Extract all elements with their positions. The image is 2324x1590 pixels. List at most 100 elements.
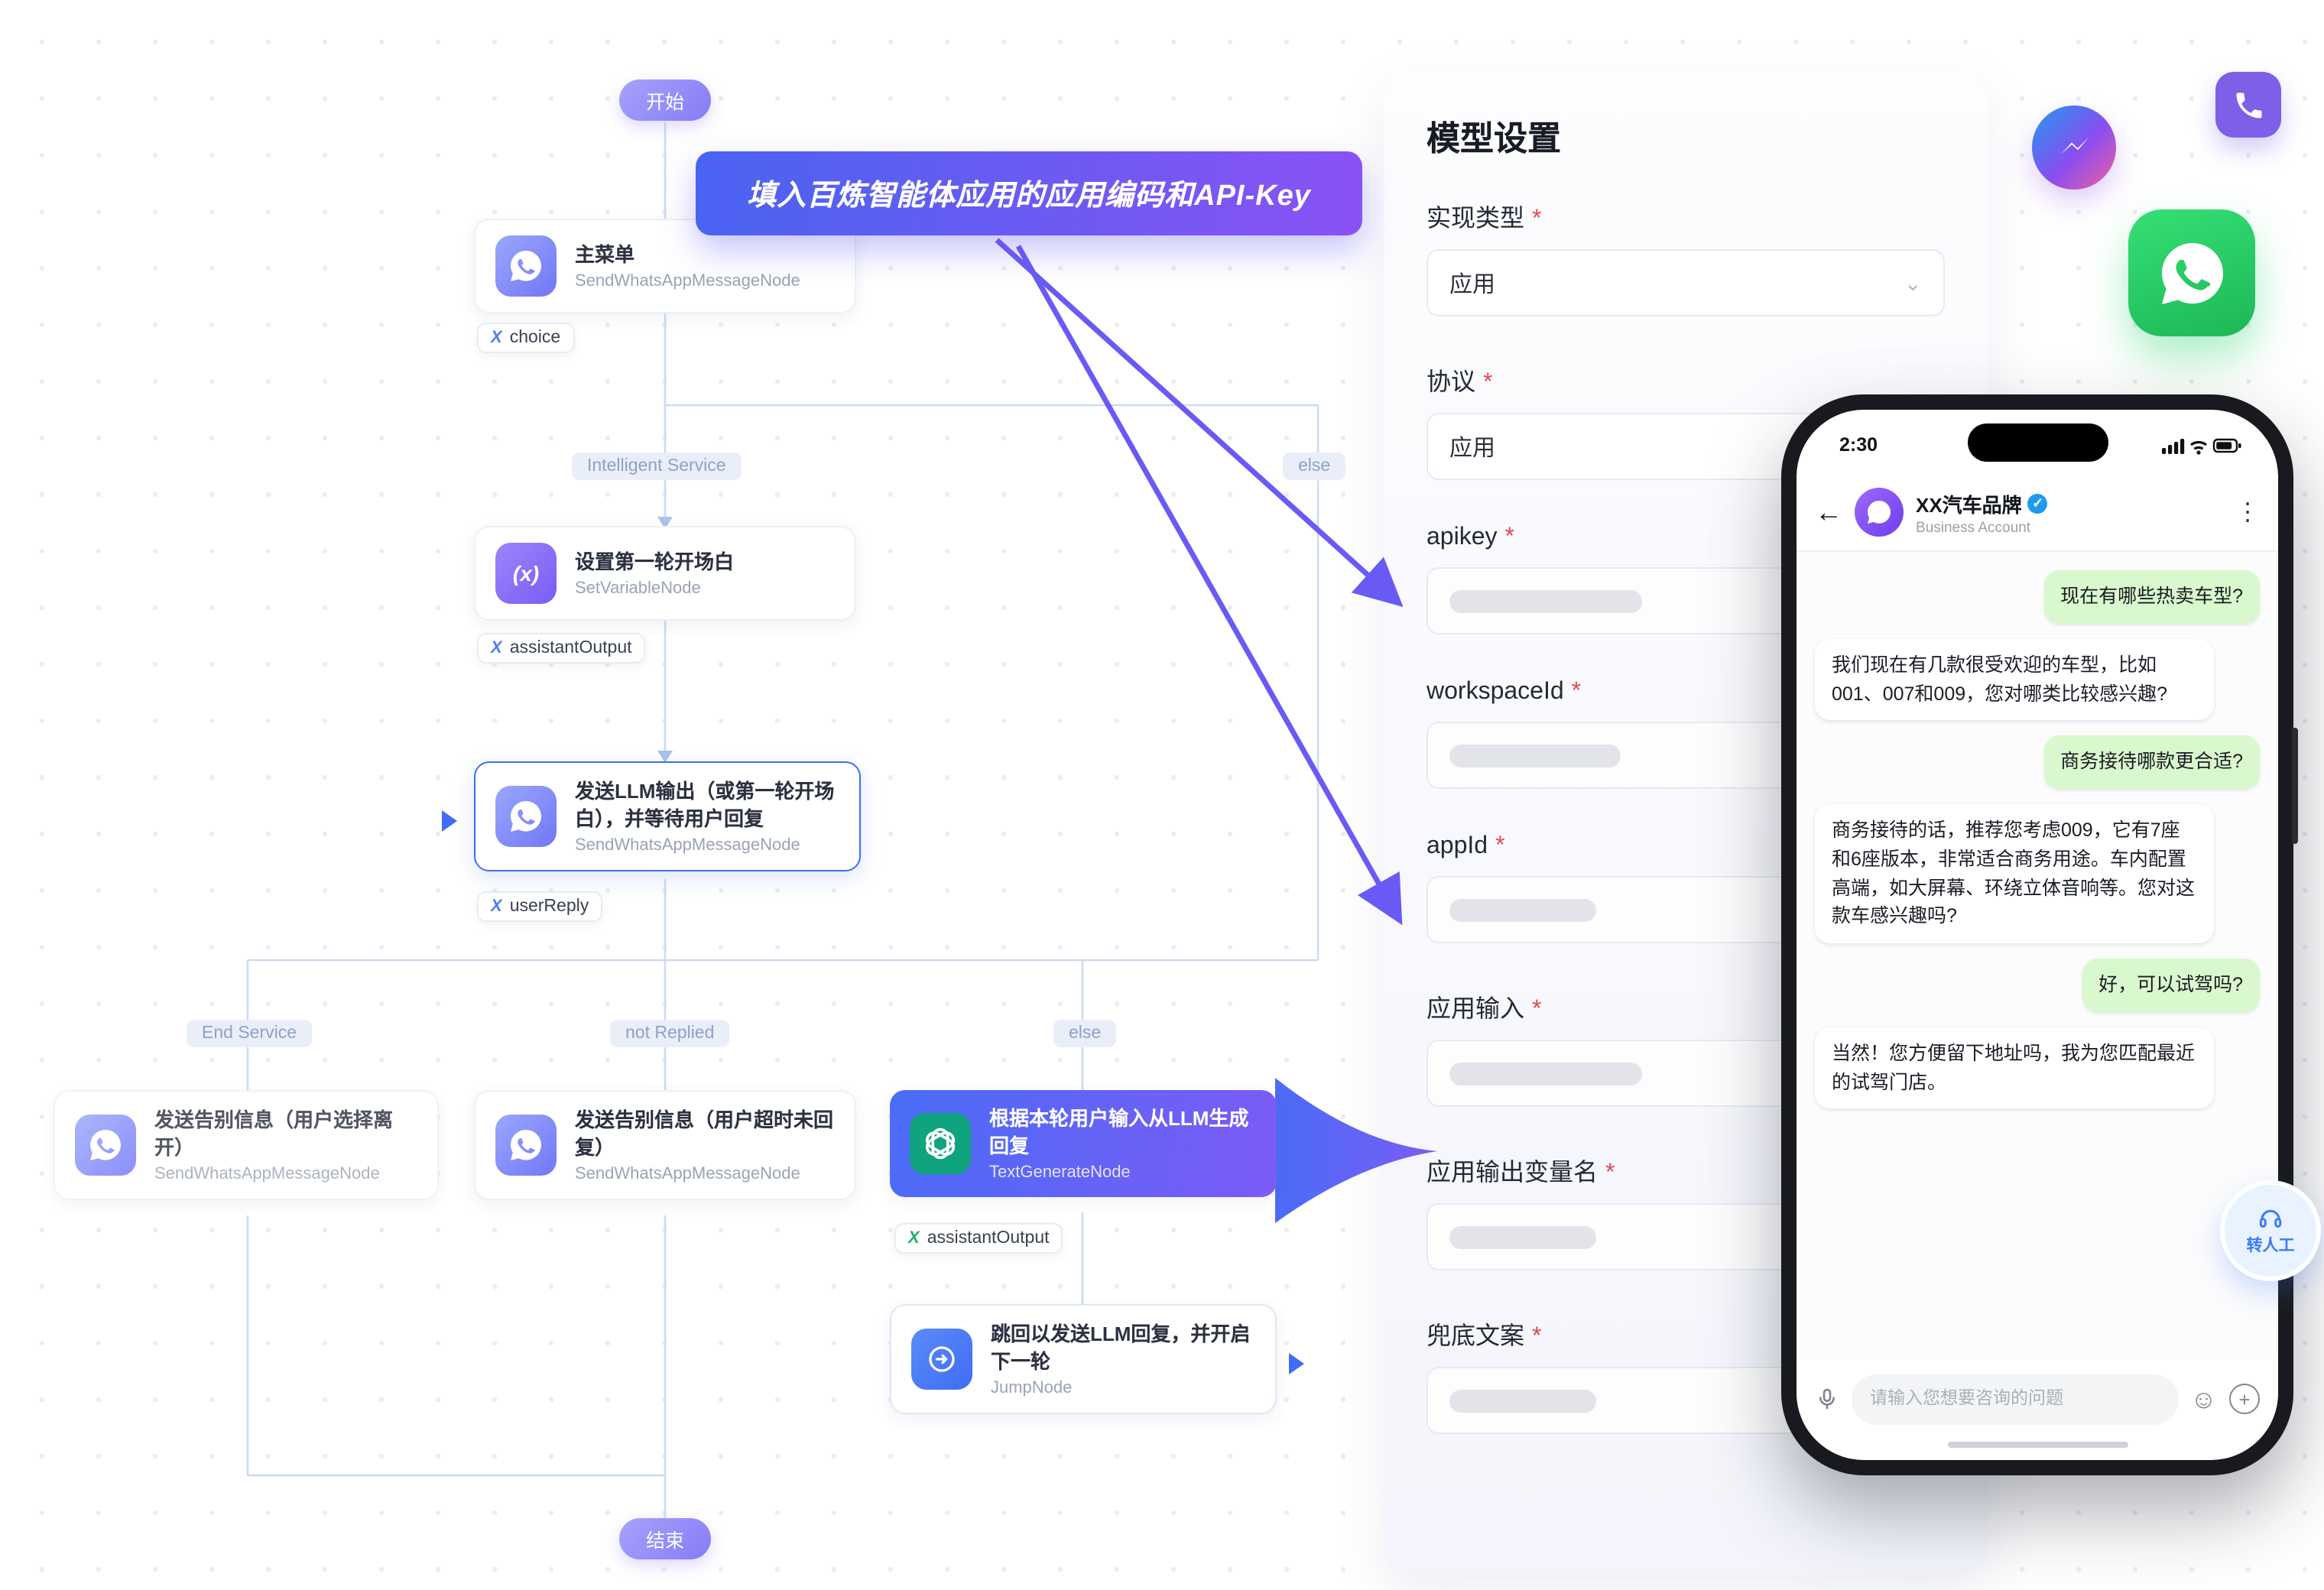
whatsapp-icon [495,1115,557,1176]
branch-label-else-bottom: else [1053,1020,1117,1047]
node-title: 设置第一轮开场白 [575,550,735,573]
variable-icon: X [491,329,502,347]
tag-label: assistantOutput [509,639,632,657]
phone-mockup: 2:30 ← XX汽车品牌✓ Business Account ⋮ [1781,394,2298,1475]
whatsapp-brand-icon [2128,209,2255,336]
node-text-generate[interactable]: 根据本轮用户输入从LLM生成回复 TextGenerateNode [890,1090,1277,1198]
node-farewell-leave[interactable]: 发送告别信息（用户选择离开） SendWhatsAppMessageNode [54,1090,439,1201]
impl-type-select[interactable]: 应用 ⌄ [1427,249,1945,316]
node-subtitle: JumpNode [991,1379,1073,1398]
banner-text: 填入百炼智能体应用的应用编码和API-Key [747,180,1311,213]
branch-label-not-replied: not Replied [610,1020,730,1047]
node-farewell-timeout[interactable]: 发送告别信息（用户超时未回复）SendWhatsAppMessageNode [474,1090,856,1201]
variable-icon: X [491,897,502,916]
node-title: 发送LLM输出（或第一轮开场白），并等待用户回复 [575,780,835,830]
chat-bubble-user: 商务接待哪款更合适? [2043,735,2260,789]
tag-label: choice [509,329,561,347]
panel-title: 模型设置 [1427,119,1562,157]
openai-icon [910,1113,971,1175]
node-subtitle: TextGenerateNode [989,1163,1131,1183]
field-label: 应用输出变量名 [1427,1160,1599,1186]
required-marker: * [1504,524,1514,550]
node-send-llm[interactable]: 发送LLM输出（或第一轮开场白），并等待用户回复 SendWhatsAppMess… [474,761,861,872]
branch-label-intelligent-service: Intelligent Service [572,453,742,480]
contact-name: XX汽车品牌 [1916,493,2022,516]
phone-power-button [2292,728,2298,844]
node-title: 发送告别信息（用户选择离开） [154,1108,394,1159]
message-input-bar: ☺ + [1797,1359,2278,1439]
node-title: 根据本轮用户输入从LLM生成回复 [989,1107,1249,1157]
node-subtitle: SendWhatsAppMessageNode [575,1165,800,1184]
branch-label-end-service: End Service [187,1020,313,1047]
end-label: 结束 [645,1530,684,1552]
node-subtitle: SendWhatsAppMessageNode [575,272,800,291]
avatar [1855,488,1904,537]
redacted-value [1449,589,1642,612]
node-main-menu[interactable]: 主菜单 SendWhatsAppMessageNode [474,219,856,313]
field-label: workspaceId [1427,679,1564,705]
required-marker: * [1495,833,1505,859]
viber-icon [2215,72,2281,138]
selected-node-pointer [442,810,457,832]
node-subtitle: SendWhatsAppMessageNode [154,1165,380,1184]
node-subtitle: SendWhatsAppMessageNode [575,836,800,855]
redacted-value [1449,898,1596,921]
chat-area: 现在有哪些热卖车型? 我们现在有几款很受欢迎的车型，比如001、007和009，… [1797,552,2278,1359]
mic-icon[interactable] [1815,1387,1839,1411]
transfer-to-human-button[interactable]: 转人工 [2220,1180,2321,1281]
chat-header: ← XX汽车品牌✓ Business Account ⋮ [1797,474,2278,552]
message-input[interactable] [1852,1374,2179,1424]
more-icon[interactable]: ⋮ [2235,500,2260,526]
chevron-down-icon: ⌄ [1904,271,1922,295]
start-node[interactable]: 开始 [619,80,711,121]
field-label: 协议 [1427,370,1476,396]
chat-bubble-bot: 商务接待的话，推荐您考虑009，它有7座和6座版本，非常适合商务用途。车内配置高… [1815,804,2214,943]
messenger-icon [2032,105,2116,190]
node-set-opening[interactable]: (x) 设置第一轮开场白 SetVariableNode [474,526,856,621]
select-value: 应用 [1449,435,1496,461]
branch-label-else-top: else [1283,453,1346,480]
select-value: 应用 [1449,271,1496,297]
phone-screen: 2:30 ← XX汽车品牌✓ Business Account ⋮ [1797,410,2278,1460]
end-node[interactable]: 结束 [619,1518,711,1559]
redacted-value [1449,744,1621,767]
emoji-icon[interactable]: ☺ [2190,1384,2217,1413]
wifi-icon [2190,440,2207,449]
chat-bubble-user: 好，可以试驾吗? [2082,959,2260,1012]
signal-icon [2162,438,2185,453]
field-label: 兜底文案 [1427,1324,1525,1350]
redacted-value [1449,1062,1642,1085]
whatsapp-icon [495,786,557,848]
field-impl-type: 实现类型* 应用 ⌄ [1427,197,1945,316]
status-icons [2162,437,2241,454]
annotation-banner: 填入百炼智能体应用的应用编码和API-Key [696,151,1362,235]
dynamic-island [1967,423,2108,462]
required-marker: * [1532,997,1542,1023]
required-marker: * [1532,1324,1542,1350]
back-icon[interactable]: ← [1815,496,1842,527]
home-indicator [1947,1442,2128,1448]
required-marker: * [1605,1160,1615,1186]
field-label: apikey [1427,524,1498,550]
tag-label: assistantOutput [927,1229,1050,1248]
field-label: 实现类型 [1427,206,1525,232]
status-bar: 2:30 [1797,410,2278,474]
node-title: 主菜单 [575,242,635,266]
headset-icon [2259,1209,2282,1228]
battery-icon [2212,437,2241,453]
status-time: 2:30 [1839,434,1878,456]
node-subtitle: SetVariableNode [575,579,701,599]
plus-icon[interactable]: + [2229,1384,2260,1414]
chat-bubble-bot: 当然！您方便留下地址吗，我为您匹配最近的试驾门店。 [1815,1027,2214,1109]
chat-bubble-bot: 我们现在有几款很受欢迎的车型，比如001、007和009，您对哪类比较感兴趣? [1815,638,2214,721]
set-variable-icon: (x) [495,543,557,604]
variable-icon: X [908,1229,920,1248]
redacted-value [1449,1389,1596,1412]
field-label: appId [1427,833,1488,859]
